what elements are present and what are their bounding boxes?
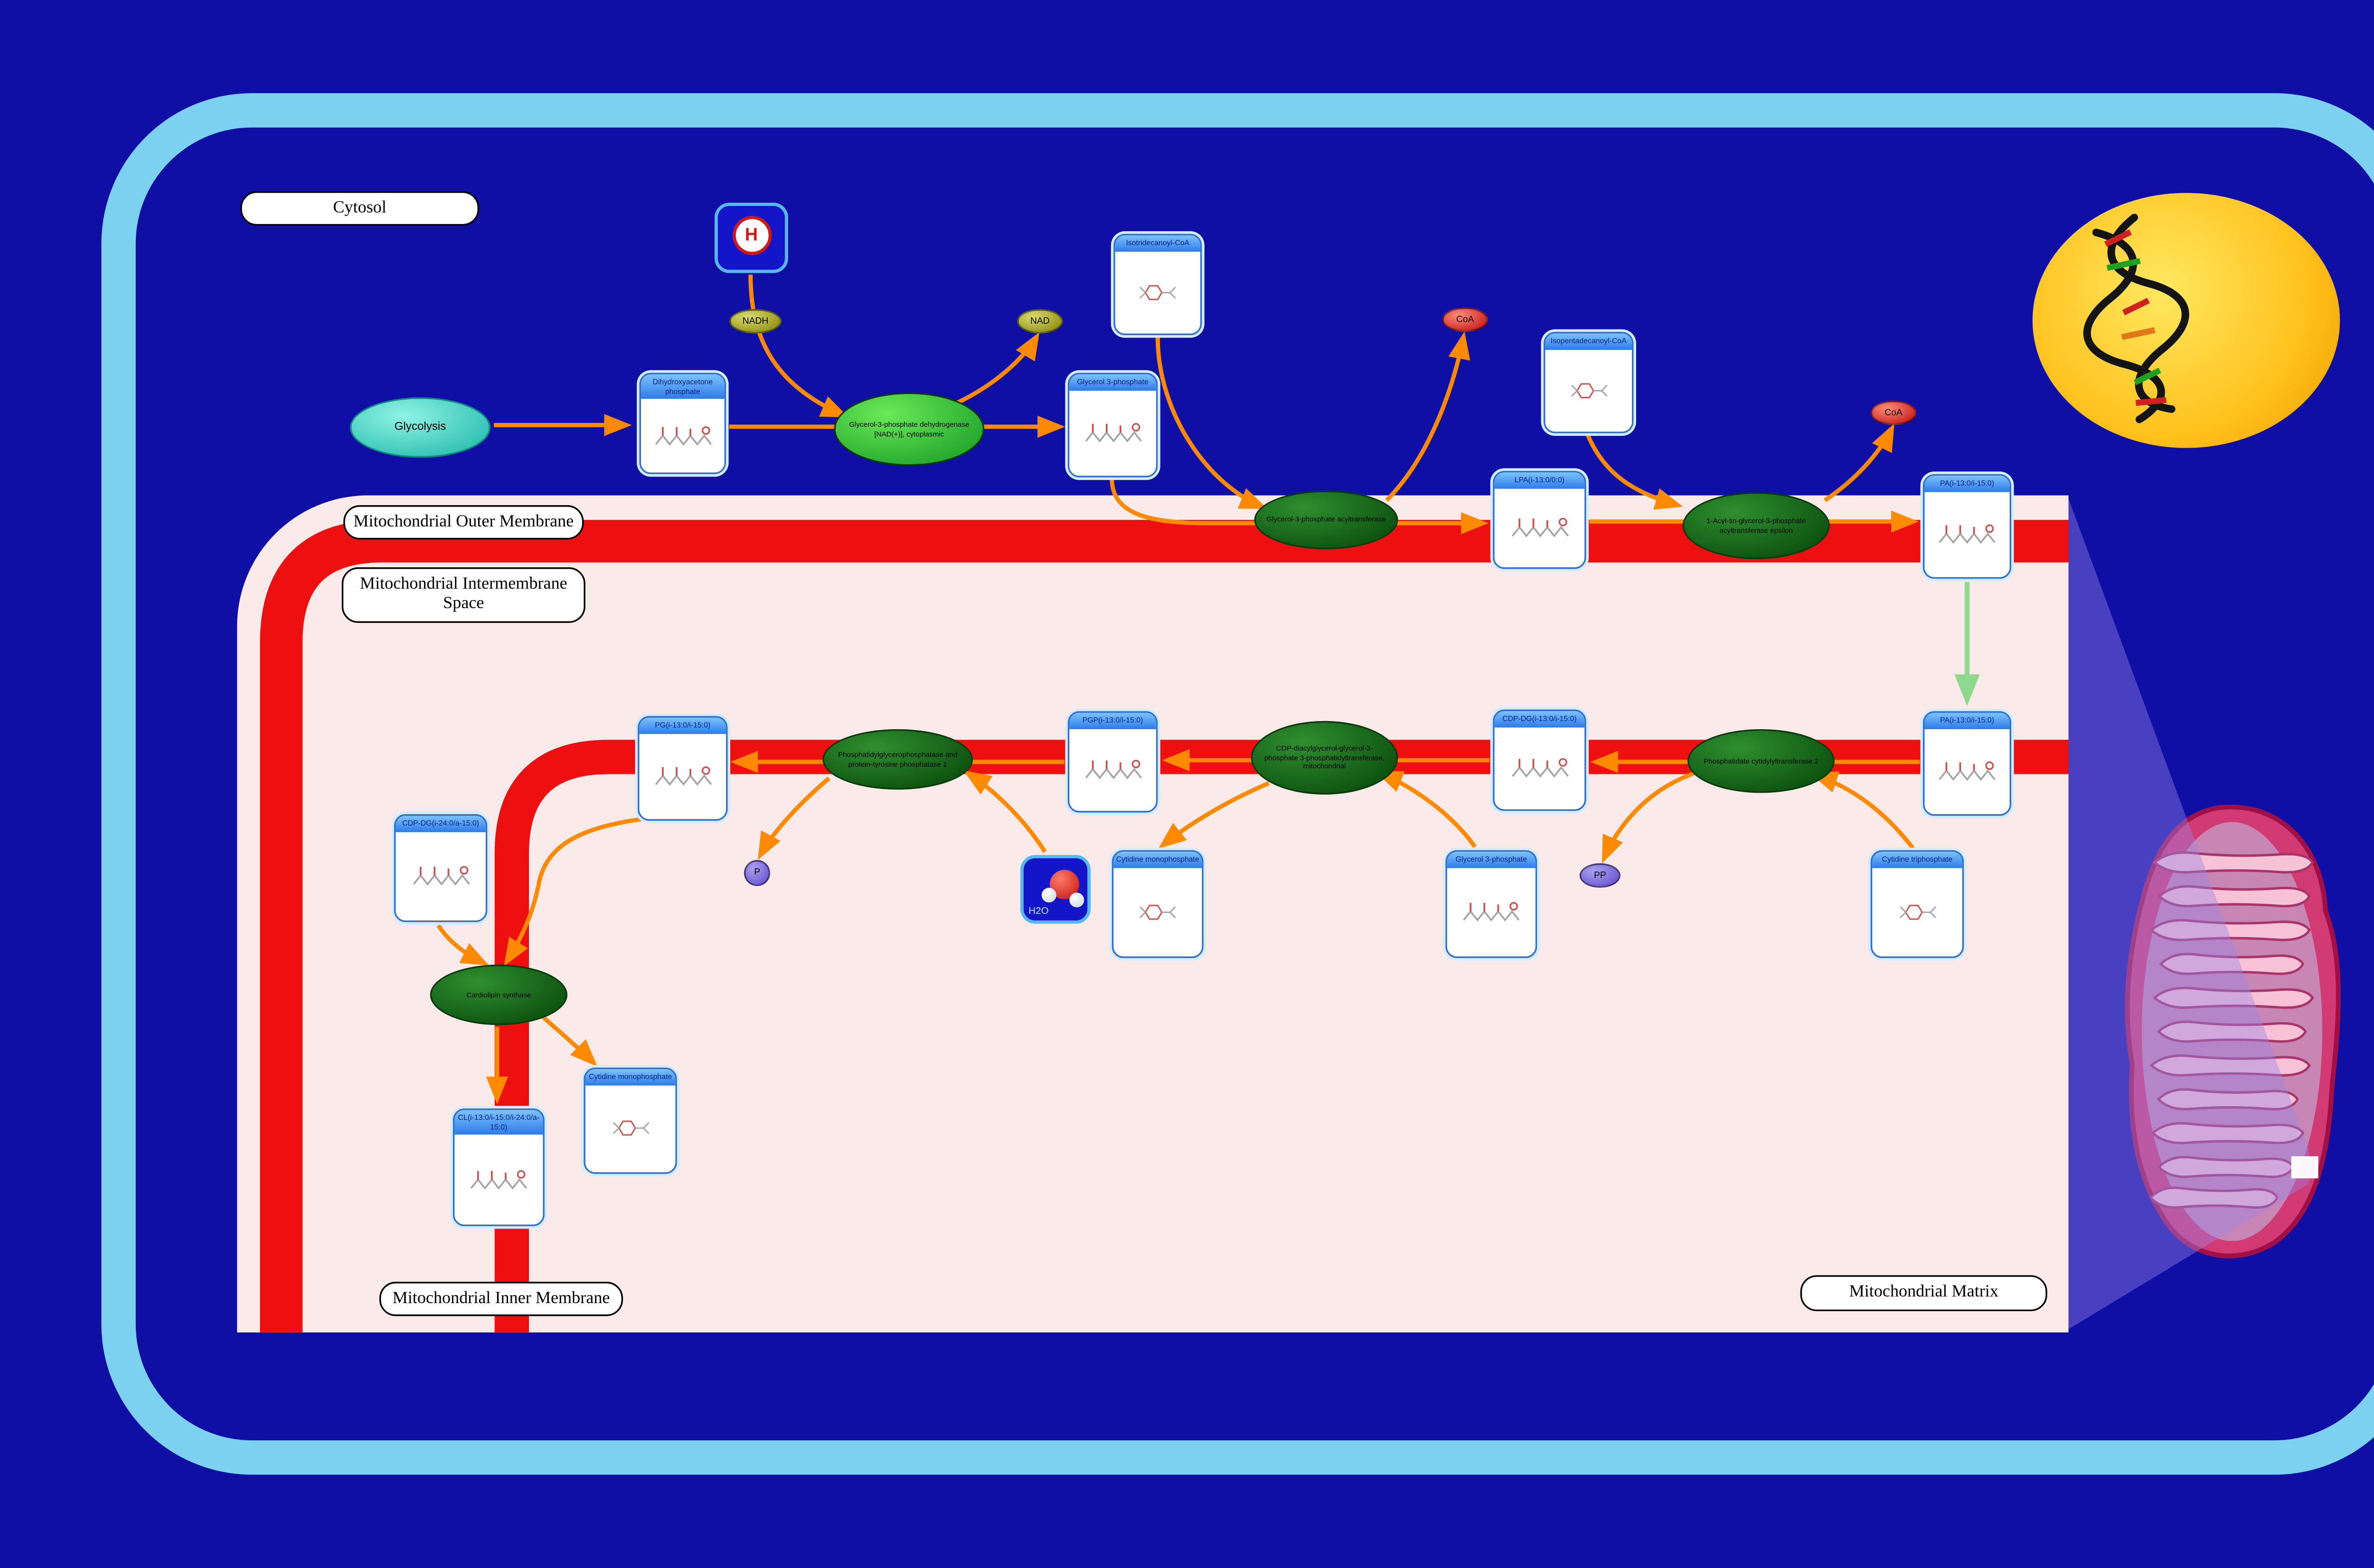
enzyme-label: Phosphatidate cytidylyltransferase 2 xyxy=(1704,756,1819,765)
structure-sketch xyxy=(1069,390,1156,476)
label-inner-membrane-text: Mitochondrial Inner Membrane xyxy=(392,1289,610,1307)
metabolite-cardiolipin[interactable]: CL(i-13:0/i-15:0/i-24:0/a-15:0) xyxy=(452,1108,545,1226)
metabolite-label: Glycerol 3-phosphate xyxy=(1069,374,1156,391)
enzyme-label: Cardiolipin synthase xyxy=(466,990,531,999)
metabolite-label: Cytidine monophosphate xyxy=(585,1069,676,1085)
metabolite-label: CL(i-13:0/i-15:0/i-24:0/a-15:0) xyxy=(454,1110,543,1136)
structure-sketch xyxy=(585,1085,676,1173)
enzyme-cds2[interactable]: Phosphatidate cytidylyltransferase 2 xyxy=(1687,729,1835,793)
hydrogen-atom-icon xyxy=(1069,892,1084,908)
enzyme-pgs1[interactable]: CDP-diacylglycerol-glycerol-3-phosphate … xyxy=(1251,721,1398,795)
label-matrix: Mitochondrial Matrix xyxy=(1800,1275,2047,1312)
metabolite-label: Cytidine triphosphate xyxy=(1872,852,1962,868)
metabolite-cmp-left[interactable]: Cytidine monophosphate xyxy=(584,1067,677,1174)
nucleus-illustration xyxy=(2032,193,2340,448)
structure-sketch xyxy=(1447,867,1536,957)
metabolite-label: PG(i-13:0/i-15:0) xyxy=(639,717,726,734)
mitochondrion-drawing xyxy=(2125,804,2341,1258)
metabolite-cdp-dg-1[interactable]: CDP-DG(i-13:0/i-15:0) xyxy=(1493,709,1586,811)
metabolite-ctp[interactable]: Cytidine triphosphate xyxy=(1870,850,1964,958)
metabolite-label: PA(i-13:0/i-15:0) xyxy=(1924,476,2010,492)
metabolite-label: CDP-DG(i-24:0/a-15:0) xyxy=(396,816,486,832)
cofactor-coa-2[interactable]: CoA xyxy=(1870,400,1917,425)
metabolite-label: Dihydroxyacetone phosphate xyxy=(641,374,725,400)
structure-sketch xyxy=(1545,349,1632,432)
enzyme-label: Glycerol-3-phosphate dehydrogenase [NAD(… xyxy=(849,420,970,438)
metabolite-pg[interactable]: PG(i-13:0/i-15:0) xyxy=(638,716,728,821)
cofactor-phosphate[interactable]: P xyxy=(744,860,771,886)
structure-sketch xyxy=(1069,729,1156,811)
enzyme-label: Phosphatidylglycerophosphatase and prote… xyxy=(838,751,958,768)
hydrogen-atom-icon xyxy=(1041,888,1056,903)
metabolite-pgp[interactable]: PGP(i-13:0/i-15:0) xyxy=(1067,711,1158,813)
cofactor-label: NAD xyxy=(1030,316,1050,327)
cofactor-label: CoA xyxy=(1456,314,1474,325)
metabolite-label: Glycerol 3-phosphate xyxy=(1447,852,1536,868)
structure-sketch xyxy=(641,399,725,473)
process-glycolysis[interactable]: Glycolysis xyxy=(349,397,491,458)
enzyme-agpat-epsilon[interactable]: 1-Acyl-sn-glycerol-3-phosphate acyltrans… xyxy=(1682,492,1830,559)
metabolite-lpa[interactable]: LPA(i-13:0/0:0) xyxy=(1493,470,1586,569)
structure-sketch xyxy=(1494,727,1585,809)
metabolite-glycerol-3-phosphate-matrix[interactable]: Glycerol 3-phosphate xyxy=(1445,850,1537,958)
label-intermembrane-space-text: Mitochondrial Intermembrane Space xyxy=(359,576,567,613)
metabolite-label: Cytidine monophosphate xyxy=(1113,852,1202,868)
cofactor-pyrophosphate[interactable]: PP xyxy=(1579,863,1620,888)
structure-sketch xyxy=(1924,491,2010,577)
label-inner-membrane: Mitochondrial Inner Membrane xyxy=(379,1282,623,1316)
metabolite-pa-inner[interactable]: PA(i-13:0/i-15:0) xyxy=(1923,711,2011,816)
dna-icon xyxy=(2083,214,2189,423)
cofactor-label: CoA xyxy=(1884,408,1903,418)
cofactor-label: NADH xyxy=(742,316,769,327)
water-molecule-icon: H2O xyxy=(1024,858,1087,920)
enzyme-ptpmt1[interactable]: Phosphatidylglycerophosphatase and prote… xyxy=(822,729,973,790)
metabolite-label: Isotridecanoyl-CoA xyxy=(1115,235,1200,252)
metabolite-cdp-dg-2[interactable]: CDP-DG(i-24:0/a-15:0) xyxy=(394,814,488,922)
structure-sketch xyxy=(1494,488,1585,568)
label-cytosol-text: Cytosol xyxy=(333,198,386,217)
metabolite-glycerol-3-phosphate-cytosol[interactable]: Glycerol 3-phosphate xyxy=(1067,373,1158,478)
mitochondrion-illustration xyxy=(2119,796,2345,1267)
cofactor-label: P xyxy=(754,868,760,878)
label-intermembrane-space: Mitochondrial Intermembrane Space xyxy=(341,567,585,623)
cofactor-label: PP xyxy=(1593,870,1606,881)
proton-label: H xyxy=(744,225,758,245)
metabolite-isopentadecanoyl-coa[interactable]: Isopentadecanoyl-CoA xyxy=(1544,332,1634,433)
structure-sketch xyxy=(1113,867,1202,957)
metabolite-isotridecanoyl-coa[interactable]: Isotridecanoyl-CoA xyxy=(1113,234,1202,335)
metabolite-label: PA(i-13:0/i-15:0) xyxy=(1924,713,2010,729)
label-cytosol: Cytosol xyxy=(240,191,480,226)
water-label: H2O xyxy=(1028,907,1049,918)
proton-symbol: H xyxy=(732,216,771,255)
enzyme-gpd1[interactable]: Glycerol-3-phosphate dehydrogenase [NAD(… xyxy=(834,392,985,466)
enzyme-label: 1-Acyl-sn-glycerol-3-phosphate acyltrans… xyxy=(1706,516,1806,534)
metabolite-label: CDP-DG(i-13:0/i-15:0) xyxy=(1494,711,1585,727)
label-outer-membrane: Mitochondrial Outer Membrane xyxy=(343,505,584,540)
structure-sketch xyxy=(1872,867,1962,957)
label-outer-membrane-text: Mitochondrial Outer Membrane xyxy=(353,513,574,531)
metabolite-cmp-mid[interactable]: Cytidine monophosphate xyxy=(1112,850,1204,958)
process-glycolysis-label: Glycolysis xyxy=(394,422,446,433)
structure-sketch xyxy=(1115,251,1200,334)
cristae xyxy=(2151,851,2314,1208)
structure-sketch xyxy=(454,1135,543,1225)
metabolite-label: Isopentadecanoyl-CoA xyxy=(1545,333,1632,350)
enzyme-cardiolipin-synthase[interactable]: Cardiolipin synthase xyxy=(430,964,568,1025)
cofactor-nadh[interactable]: NADH xyxy=(729,309,782,334)
enzyme-gpat[interactable]: Glycerol-3-phosphate acyltransferase xyxy=(1254,490,1398,550)
enzyme-label: Glycerol-3-phosphate acyltransferase xyxy=(1266,515,1386,524)
label-matrix-text: Mitochondrial Matrix xyxy=(1849,1283,1998,1302)
metabolite-dihydroxyacetone-phosphate[interactable]: Dihydroxyacetone phosphate xyxy=(639,373,726,474)
water-node[interactable]: H2O xyxy=(1020,855,1091,924)
metabolite-label: LPA(i-13:0/0:0) xyxy=(1494,472,1585,488)
structure-sketch xyxy=(1924,729,2010,815)
metabolite-pa-outer[interactable]: PA(i-13:0/i-15:0) xyxy=(1923,474,2011,579)
structure-sketch xyxy=(396,832,486,920)
metabolite-label: PGP(i-13:0/i-15:0) xyxy=(1069,713,1156,729)
enzyme-label: CDP-diacylglycerol-glycerol-3-phosphate … xyxy=(1264,744,1385,770)
cofactor-nad[interactable]: NAD xyxy=(1017,309,1063,334)
structure-sketch xyxy=(639,733,726,819)
cofactor-coa-1[interactable]: CoA xyxy=(1442,307,1488,332)
proton-node[interactable]: H xyxy=(714,203,788,273)
